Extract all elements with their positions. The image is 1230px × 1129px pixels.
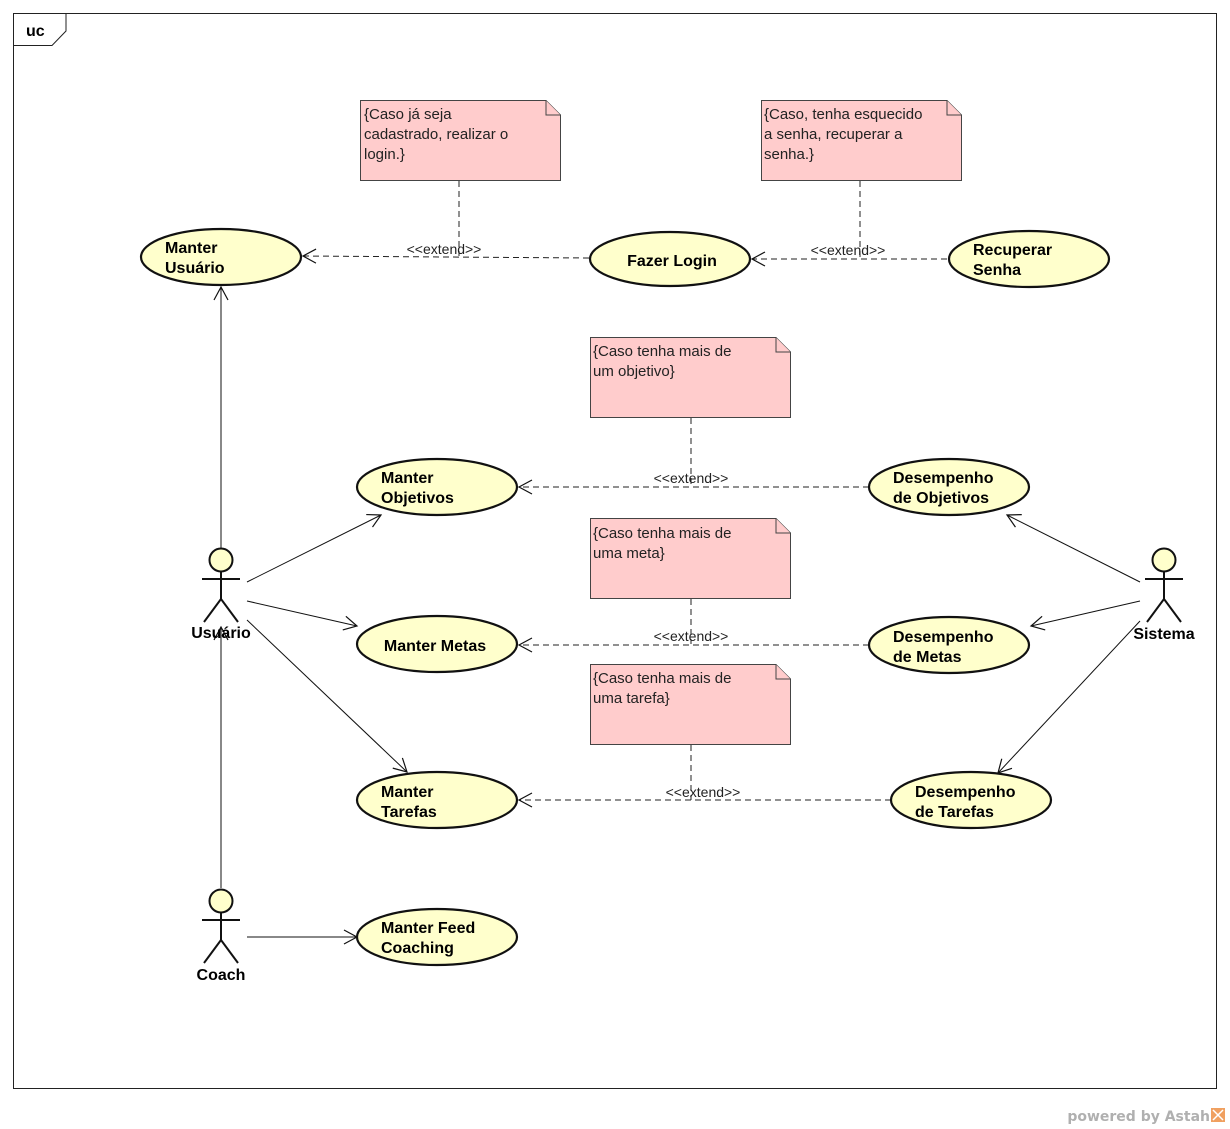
actor-label: Usuário	[191, 625, 251, 642]
note-senha: {Caso, tenha esquecido a senha, recupera…	[761, 100, 962, 181]
usecase-manter-metas[interactable]: Manter Metas	[355, 614, 519, 674]
note-line: uma tarefa}	[593, 690, 670, 707]
note-line: uma meta}	[593, 545, 665, 562]
note-objetivo: {Caso tenha mais de um objetivo}	[590, 337, 791, 418]
note-line: cadastrado, realizar o	[364, 126, 508, 143]
frame-label-tab	[13, 13, 67, 46]
usecase-label: Recuperar	[973, 242, 1052, 259]
usecase-label: Coaching	[381, 940, 454, 957]
footer-powered-by: powered by Astah	[1067, 1109, 1210, 1125]
usecase-desempenho-tarefas[interactable]: Desempenho de Tarefas	[889, 770, 1053, 830]
assoc-sistema-desemp-objetivos	[1005, 513, 1141, 583]
astah-logo-icon	[1211, 1108, 1225, 1122]
usecase-manter-objetivos[interactable]: Manter Objetivos	[355, 457, 519, 517]
usecase-label: Objetivos	[381, 490, 454, 507]
note-line: {Caso, tenha esquecido	[764, 106, 922, 123]
note-line: a senha, recuperar a	[764, 126, 903, 143]
actor-sistema[interactable]: Sistema	[1133, 547, 1195, 644]
usecase-label: Manter	[381, 470, 433, 487]
usecase-manter-feed-coaching[interactable]: Manter Feed Coaching	[355, 907, 519, 967]
actor-coach[interactable]: Coach	[197, 888, 246, 985]
extend-login-to-usuario	[301, 248, 590, 264]
assoc-sistema-desemp-tarefas	[997, 620, 1141, 774]
usecase-label: Manter Metas	[384, 638, 486, 655]
extend-label: <<extend>>	[654, 470, 729, 486]
usecase-label: Usuário	[165, 260, 225, 277]
usecase-label: Manter	[165, 240, 217, 257]
actor-label: Coach	[197, 967, 246, 984]
usecase-manter-tarefas[interactable]: Manter Tarefas	[355, 770, 519, 830]
note-line: {Caso já seja	[364, 106, 452, 123]
usecase-label: Senha	[973, 262, 1021, 279]
actor-usuario[interactable]: Usuário	[191, 547, 251, 643]
extend-label: <<extend>>	[654, 628, 729, 644]
usecase-label: de Metas	[893, 649, 962, 666]
usecase-label: Desempenho	[893, 629, 994, 646]
assoc-usuario-tarefas	[246, 619, 408, 773]
extend-label: <<extend>>	[811, 242, 886, 258]
usecase-label: Manter	[381, 784, 433, 801]
note-line: {Caso tenha mais de	[593, 525, 731, 542]
usecase-label: de Objetivos	[893, 490, 989, 507]
usecase-recuperar-senha[interactable]: Recuperar Senha	[947, 229, 1111, 289]
note-line: {Caso tenha mais de	[593, 343, 731, 360]
extend-label: <<extend>>	[666, 784, 741, 800]
extend-label: <<extend>>	[407, 241, 482, 257]
note-tarefa: {Caso tenha mais de uma tarefa}	[590, 664, 791, 745]
actor-head	[208, 888, 234, 914]
frame-label: uc	[26, 23, 45, 40]
usecase-desempenho-objetivos[interactable]: Desempenho de Objetivos	[867, 457, 1031, 517]
assoc-sistema-desemp-metas	[1029, 600, 1141, 631]
assoc-usuario-objetivos	[246, 513, 383, 583]
note-login: {Caso já seja cadastrado, realizar o log…	[360, 100, 561, 181]
usecase-label: de Tarefas	[915, 804, 994, 821]
usecase-fazer-login[interactable]: Fazer Login	[588, 230, 752, 288]
usecase-label: Fazer Login	[627, 253, 717, 270]
usecase-label: Desempenho	[915, 784, 1016, 801]
note-line: {Caso tenha mais de	[593, 670, 731, 687]
usecase-label: Tarefas	[381, 804, 437, 821]
assoc-usuario-metas	[246, 600, 359, 631]
note-line: senha.}	[764, 146, 814, 163]
usecase-manter-usuario[interactable]: Manter Usuário	[139, 227, 303, 287]
actor-head	[1151, 547, 1177, 573]
actor-label: Sistema	[1133, 626, 1194, 643]
usecase-label: Desempenho	[893, 470, 994, 487]
note-line: um objetivo}	[593, 363, 675, 380]
note-line: login.}	[364, 146, 405, 163]
usecase-label: Manter Feed	[381, 920, 475, 937]
usecase-desempenho-metas[interactable]: Desempenho de Metas	[867, 615, 1031, 675]
note-meta: {Caso tenha mais de uma meta}	[590, 518, 791, 599]
actor-head	[208, 547, 234, 573]
